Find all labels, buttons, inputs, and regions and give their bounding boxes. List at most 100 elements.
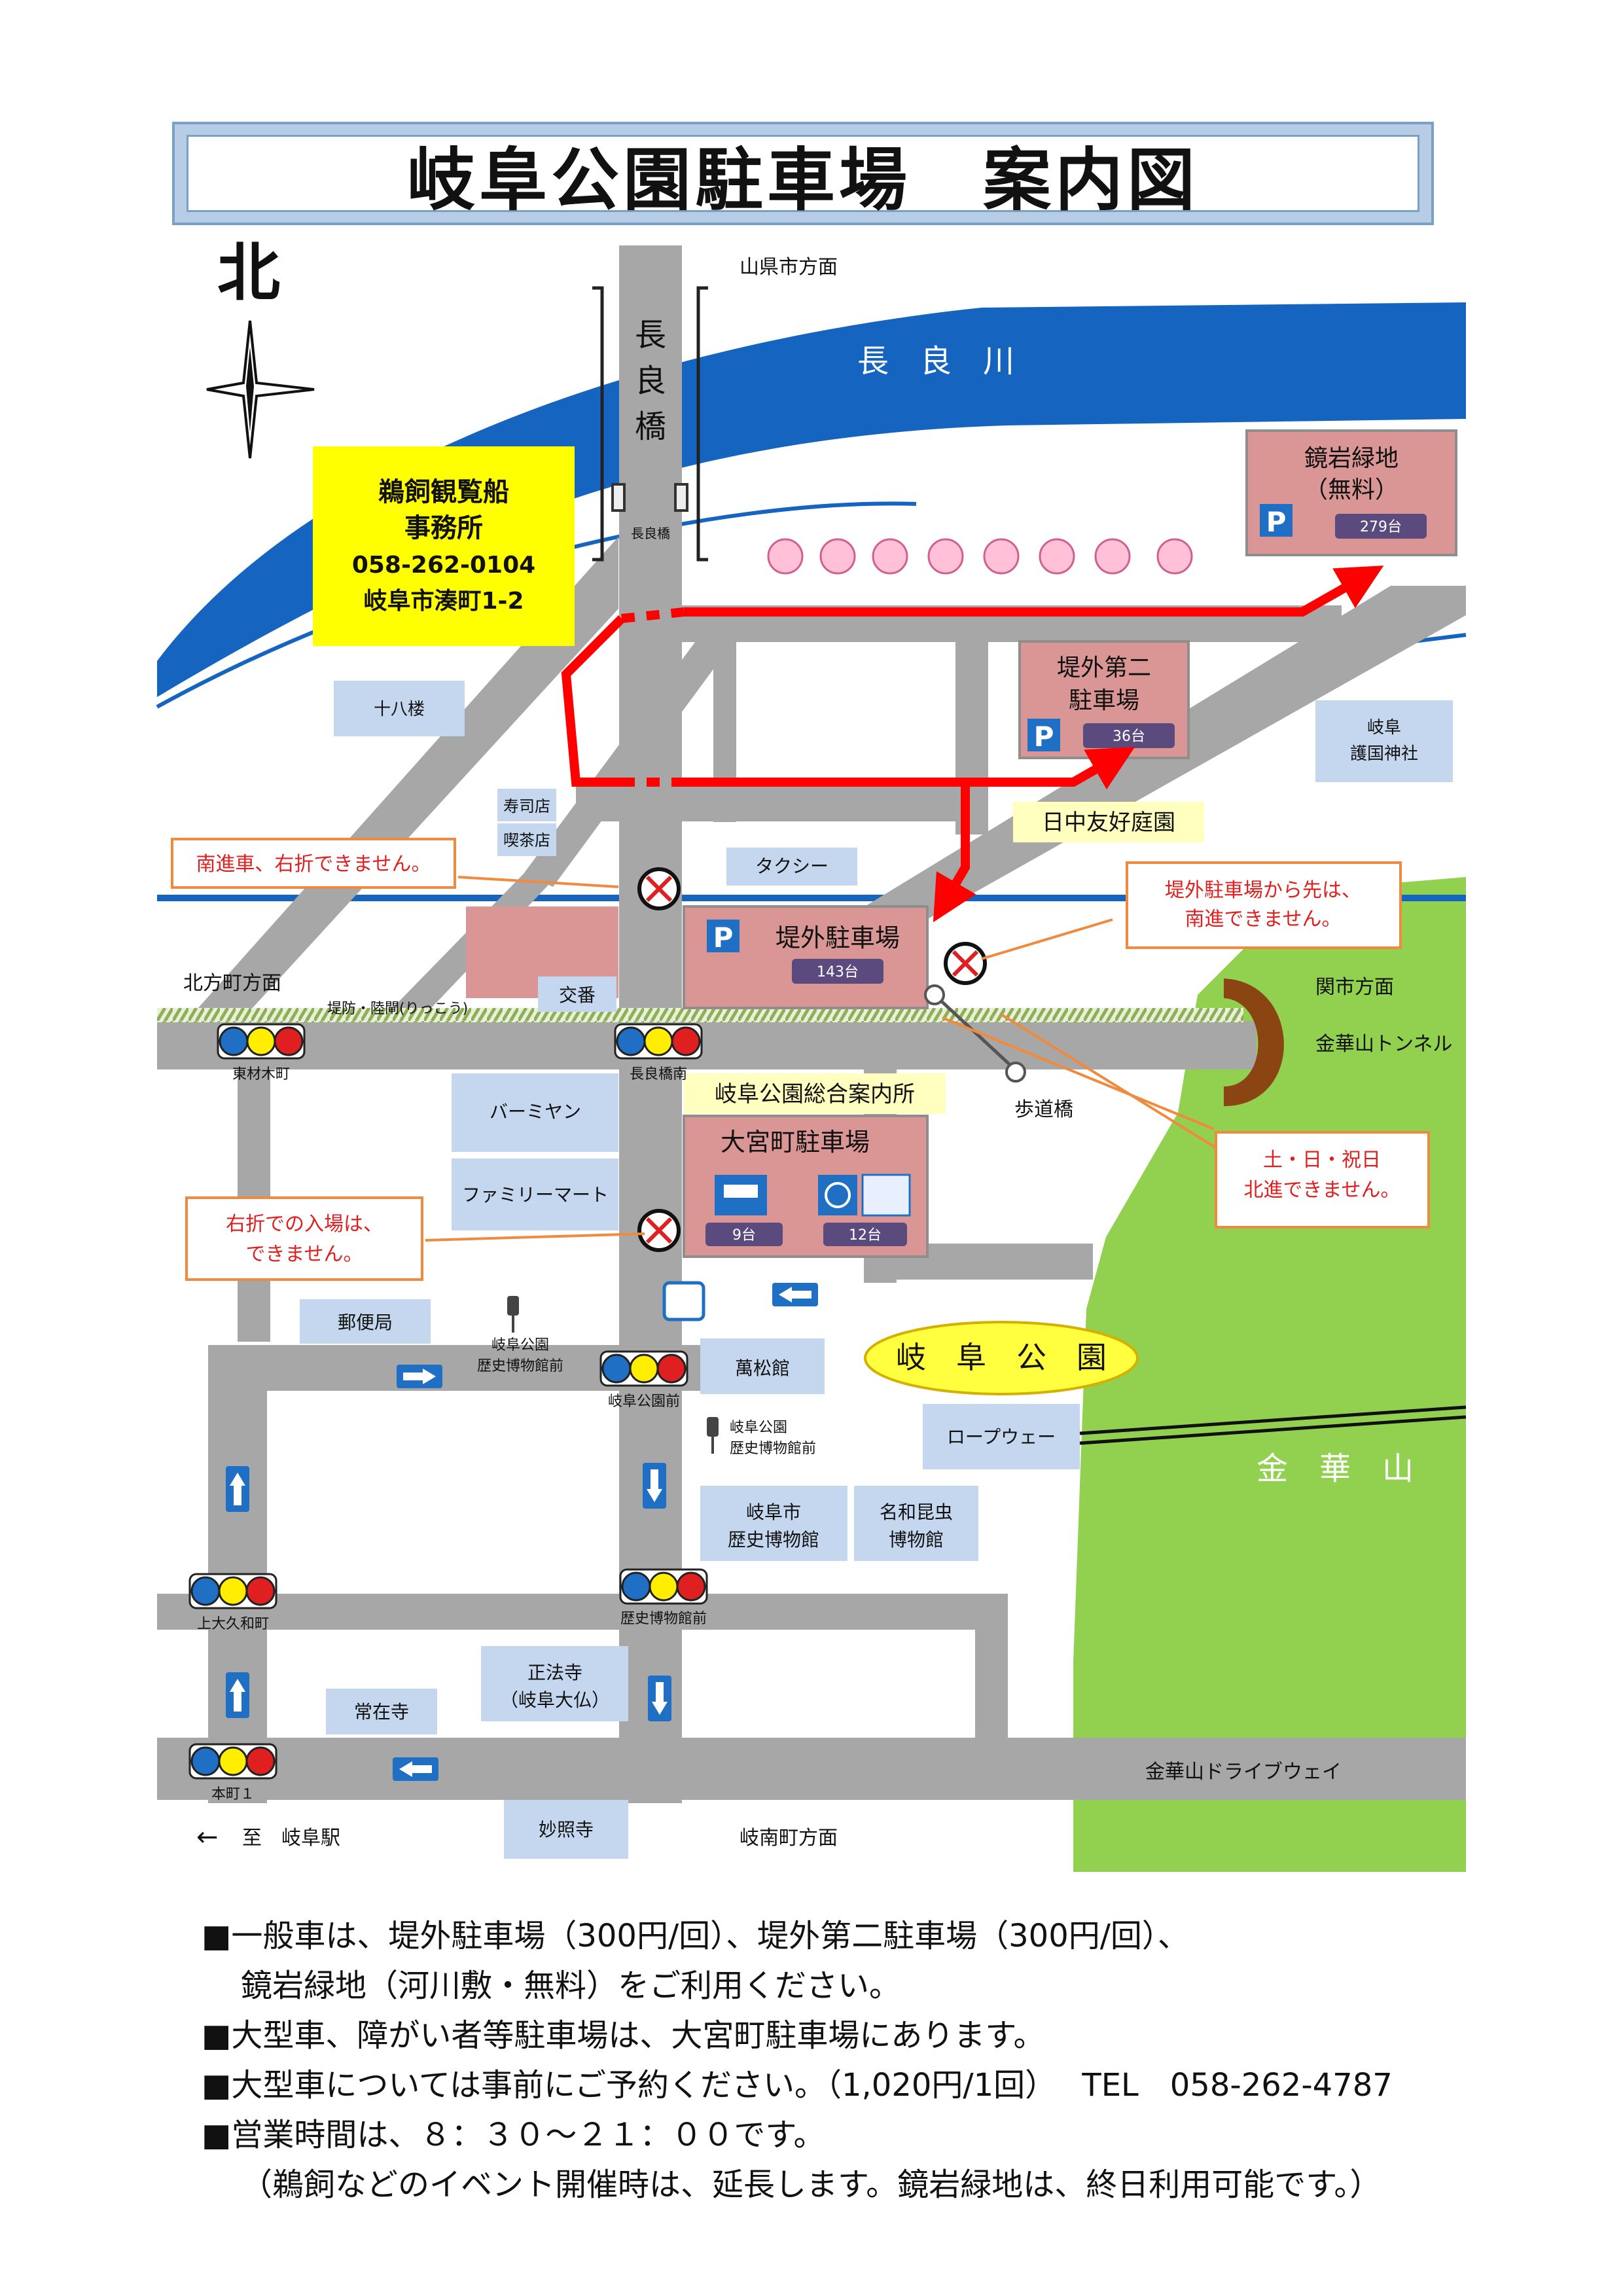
signal-honmachi: 本町１ — [211, 1786, 255, 1803]
svg-text:鏡岩緑地: 鏡岩緑地 — [1304, 445, 1399, 472]
gifu-park-ellipse — [864, 1321, 1139, 1395]
nicchu-label-bg — [1013, 802, 1204, 842]
svg-text:大宮町駐車場: 大宮町駐車場 — [721, 1128, 870, 1157]
levee-label: 堤防・陸閘(りっこう) — [327, 1001, 468, 1017]
svg-text:P: P — [713, 922, 734, 954]
place-boxes — [300, 681, 1453, 1859]
map-labels: 山県市方面 長 良 川 長 良 橋 長良橋 十八楼 寿司店 喫茶店 タクシー 日… — [183, 256, 1452, 1852]
kinkazan-drive: 金華山ドライブウェイ — [1145, 1761, 1342, 1784]
bus-stop-2: 岐阜公園歴史博物館前 — [730, 1420, 816, 1457]
parking-p-icon — [1260, 504, 1293, 537]
road-stub-1 — [713, 639, 736, 822]
road-mid-1 — [157, 1594, 1008, 1630]
info-center: 岐阜公園総合案内所 — [715, 1081, 915, 1107]
svg-text:（無料）: （無料） — [1304, 476, 1399, 503]
sushi: 寿司店 — [503, 797, 550, 816]
no-entry-signs — [637, 867, 987, 1252]
svg-text:駐車場: 駐車場 — [1069, 687, 1139, 714]
capacity-bus: 9台 — [732, 1227, 756, 1244]
svg-text:岐阜市湊町1-2: 岐阜市湊町1-2 — [363, 588, 524, 615]
gokoku: 岐阜護国神社 — [1350, 718, 1418, 764]
signal-rekishi: 歴史博物館前 — [620, 1611, 707, 1627]
bamiyan: バーミヤン — [490, 1101, 581, 1122]
road-arrows — [226, 1281, 818, 1781]
warning-weekend-north: 土・日・祝日北進できません。 — [1243, 1149, 1400, 1202]
callouts — [171, 838, 1430, 1281]
parking-teigai2[interactable]: 堤外第二 駐車場 P 36台 — [1018, 640, 1190, 759]
info-center-label-bg — [684, 1073, 946, 1114]
bridge-lamps — [611, 483, 688, 512]
juhachiro: 十八楼 — [374, 700, 425, 719]
signal-kami-okuwa: 上大久和町 — [197, 1616, 269, 1632]
note-4: ■大型車については事前にご予約ください。（1,020円/1回） TEL 058-… — [202, 2067, 1393, 2104]
warning-right-turn: 右折での入場は、できません。 — [226, 1213, 383, 1266]
bridge-stop-label: 長良橋 — [631, 526, 670, 541]
traffic-signals — [188, 1023, 708, 1780]
title-banner-inner: 岐阜公園駐車場 案内図 — [187, 135, 1419, 220]
kinkazan-tunnel: 金華山トンネル — [1315, 1033, 1452, 1056]
shohoji: 正法寺（岐阜大仏） — [500, 1662, 610, 1711]
title-banner: 岐阜公園駐車場 案内図 — [172, 122, 1434, 225]
levee-strip — [157, 1008, 1243, 1022]
svg-text:058-262-0104: 058-262-0104 — [352, 552, 535, 579]
route-lines — [561, 565, 1384, 923]
koban: 交番 — [559, 984, 596, 1006]
warning-south-no-right: 南進車、右折できません。 — [196, 853, 431, 876]
svg-text:鵜飼観覧船: 鵜飼観覧船 — [378, 477, 509, 507]
parking-p-icon — [707, 920, 740, 952]
nicchu: 日中友好庭園 — [1042, 810, 1175, 836]
dir-gifu-station: 至 岐阜駅 — [242, 1827, 340, 1850]
dir-seki: 関市方面 — [1315, 976, 1394, 999]
kinkazan-drive-road — [157, 1738, 1466, 1800]
capacity-teigai2: 36台 — [1113, 728, 1145, 745]
svg-text:堤外駐車場: 堤外駐車場 — [776, 924, 900, 952]
note-6: （鵜飼などのイベント開催時は、延長します。鏡岩緑地は、終日利用可能です。） — [241, 2166, 1382, 2203]
parking-teigai[interactable]: P 堤外駐車場 143台 — [466, 905, 929, 1009]
signal-nagarabashi-minami: 長良橋南 — [630, 1066, 687, 1083]
gifu-park-label: 岐 阜 公 園 — [896, 1340, 1107, 1375]
bridge-bracket-left — [592, 286, 604, 562]
arrow-left-icon: ← — [196, 1822, 219, 1852]
note-1: ■一般車は、堤外駐車場（300円/回）、堤外第二駐車場（300円/回）、 — [202, 1918, 1189, 1954]
capacity-accessible: 12台 — [849, 1227, 882, 1244]
banshokan: 萬松館 — [735, 1357, 790, 1379]
familymart: ファミリーマート — [462, 1184, 609, 1206]
dir-ginan: 岐南町方面 — [740, 1827, 838, 1850]
diagonal-road-nw — [187, 537, 618, 1041]
capacity-kagamiiwa: 279台 — [1360, 519, 1402, 535]
bus-stop-1: 岐阜公園歴史博物館前 — [477, 1337, 563, 1374]
svg-text:P: P — [1034, 721, 1054, 753]
nagara-river — [157, 302, 1466, 697]
parking-omiyacho[interactable]: 大宮町駐車場 9台 12台 — [683, 1115, 929, 1258]
myoshoji: 妙照寺 — [539, 1819, 594, 1840]
kinkazan-area — [1073, 877, 1466, 1872]
ropeway: ロープウェー — [947, 1426, 1056, 1448]
history-museum: 岐阜市歴史博物館 — [728, 1501, 819, 1551]
signal-gifukoen: 岐阜公園前 — [608, 1393, 680, 1410]
notes: ■一般車は、堤外駐車場（300円/回）、堤外第二駐車場（300円/回）、 鏡岩緑… — [202, 1911, 1550, 2210]
kinkazan-label: 金 華 山 — [1257, 1450, 1414, 1487]
nawa-insect: 名和昆虫博物館 — [880, 1501, 953, 1551]
river-name: 長 良 川 — [857, 343, 1014, 380]
capacity-teigai: 143台 — [817, 964, 859, 980]
footbridge-label: 歩道橋 — [1014, 1098, 1073, 1121]
tunnel-portal — [1224, 978, 1284, 1106]
kissa: 喫茶店 — [503, 831, 550, 850]
warning-beyond-teigai: 堤外駐車場から先は、南進できません。 — [1165, 879, 1361, 931]
multiline-labels: 岐阜護国神社 岐阜公園歴史博物館前 岐阜公園歴史博物館前 岐阜市歴史博物館 名和… — [196, 718, 1418, 1711]
sakura-row — [767, 538, 1193, 575]
bridge-bracket-right — [696, 286, 708, 562]
bus-stop-icons — [507, 1296, 719, 1454]
jozaiji: 常在寺 — [354, 1701, 409, 1723]
page-title: 岐阜公園駐車場 案内図 — [406, 139, 1199, 220]
parking-kagamiiwa[interactable]: 鏡岩緑地 （無料） P 279台 — [1245, 429, 1457, 556]
north-compass: 北 — [206, 236, 315, 459]
note-3: ■大型車、障がい者等駐車場は、大宮町駐車場にあります。 — [202, 2017, 1045, 2054]
teigai2-road — [576, 785, 969, 821]
east-west-road-main — [157, 1021, 1257, 1069]
map: 北 鏡岩緑地 （無料） P 279台 堤外第二 駐車場 P 36台 P 堤外駐車… — [156, 236, 1467, 1872]
signal-higashi: 東材木町 — [232, 1066, 290, 1083]
ropeway-line — [1079, 1405, 1467, 1445]
north-label: 北 — [217, 236, 280, 310]
road-parking-east — [897, 1244, 1093, 1280]
